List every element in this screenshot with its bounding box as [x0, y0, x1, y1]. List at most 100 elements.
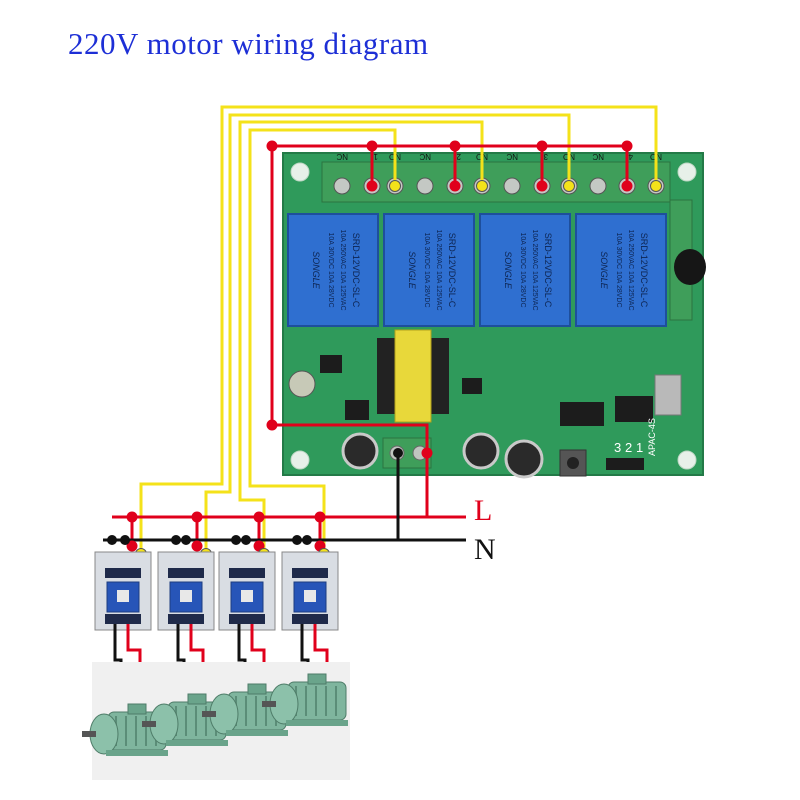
- motor-terminal-box: [307, 673, 327, 685]
- terminal-label: 2: [456, 152, 461, 161]
- terminal-label: NC: [506, 152, 518, 161]
- mounting-hole: [677, 162, 697, 182]
- capacitor: [341, 432, 379, 470]
- contactor-screws: [229, 568, 265, 578]
- relay-brand: SONGLE: [407, 251, 417, 290]
- capacitor: [288, 370, 316, 398]
- contactor-face: [230, 581, 264, 613]
- contactor-icon: [281, 551, 339, 631]
- relay-body: [287, 213, 379, 327]
- terminal-screw: [589, 177, 607, 195]
- live-junction: [126, 511, 138, 523]
- relay-rating-ac: 10A 250VAC 10A 125VAC: [531, 229, 538, 310]
- capacitor: [504, 439, 544, 479]
- live-junction: [266, 419, 278, 431]
- ic-chip: [320, 355, 342, 373]
- live-junction: [253, 511, 265, 523]
- contactor-screws: [292, 568, 328, 578]
- control-wire-4: [139, 105, 658, 554]
- ic-chip: [615, 396, 653, 422]
- neutral-junction: [181, 535, 191, 545]
- jumper-label: 1: [636, 440, 643, 455]
- relay-brand: SONGLE: [311, 251, 321, 290]
- contactor-screws: [168, 614, 204, 624]
- relay-rating-dc: 10A 30VDC 10A 28VDC: [615, 232, 622, 307]
- relay-rating-ac: 10A 250VAC 10A 125VAC: [339, 229, 346, 310]
- terminal-screw: [503, 177, 521, 195]
- control-wire-1: [248, 128, 397, 554]
- ic-chip: [345, 400, 369, 420]
- junction-dots: [107, 140, 662, 560]
- live-junction: [366, 180, 378, 192]
- mounting-hole: [290, 450, 310, 470]
- motor-icon: [262, 673, 348, 726]
- live-junction: [536, 180, 548, 192]
- contactor-screws: [105, 568, 141, 578]
- contactor-screws: [292, 614, 328, 624]
- neutral-junction: [302, 535, 312, 545]
- live-junction: [449, 180, 461, 192]
- terminal-screw: [416, 177, 434, 195]
- relay-group: SRD-12VDC-SL-C 10A 250VAC 10A 125VAC 10A 3…: [287, 213, 667, 327]
- live-junction: [621, 140, 633, 152]
- contactor-icon: [157, 551, 215, 631]
- contactor-label-plate: [117, 590, 129, 602]
- push-button-cap: [567, 457, 579, 469]
- neutral-wires: [103, 453, 466, 542]
- contactor-face: [169, 581, 203, 613]
- motor-terminal-box: [127, 703, 147, 715]
- contactor-label-plate: [180, 590, 192, 602]
- control-wire-2: [238, 120, 484, 554]
- live-junction: [266, 140, 278, 152]
- contactor-label-plate: [241, 590, 253, 602]
- contactor-icon: [218, 551, 276, 631]
- relay-model: SRD-12VDC-SL-C: [351, 233, 361, 308]
- jumper-label: 2: [625, 440, 632, 455]
- relay-body: [575, 213, 667, 327]
- live-junction: [536, 140, 548, 152]
- terminal-label: 4: [628, 152, 633, 161]
- terminal-label: 3: [543, 152, 548, 161]
- motor-foot: [226, 730, 288, 736]
- relay-model: SRD-12VDC-SL-C: [639, 233, 649, 308]
- contactor-screws: [105, 614, 141, 624]
- live-junction: [314, 511, 326, 523]
- neutral-junction: [393, 448, 403, 458]
- relay-rating-dc: 10A 30VDC 10A 28VDC: [519, 232, 526, 307]
- live-junction: [126, 540, 138, 552]
- neutral-junction: [107, 535, 117, 545]
- motor-terminal-box: [187, 693, 207, 705]
- terminal-block: [321, 161, 671, 203]
- antenna-coil: [674, 249, 706, 285]
- neutral-junction: [292, 535, 302, 545]
- neutral-junction: [241, 535, 251, 545]
- contactor-group: [94, 551, 339, 700]
- terminal-label: NC: [419, 152, 431, 161]
- relay-model: SRD-12VDC-SL-C: [447, 233, 457, 308]
- live-junction: [191, 511, 203, 523]
- motor-shaft: [202, 711, 216, 717]
- contactor-screws: [229, 614, 265, 624]
- relay-body: [383, 213, 475, 327]
- neutral-junction: [231, 535, 241, 545]
- contactor-screws: [168, 568, 204, 578]
- live-junction: [421, 447, 433, 459]
- jumper-header: [606, 458, 644, 470]
- control-wires: [139, 105, 658, 554]
- relay-rating-ac: 10A 250VAC 10A 125VAC: [435, 229, 442, 310]
- crystal: [654, 374, 682, 416]
- control-junction: [650, 180, 662, 192]
- ic-chip: [462, 378, 482, 394]
- transformer-coil: [394, 329, 432, 423]
- live-feed: [270, 146, 429, 453]
- neutral-junction: [171, 535, 181, 545]
- contactor-icon: [94, 551, 152, 631]
- motor-foot: [166, 740, 228, 746]
